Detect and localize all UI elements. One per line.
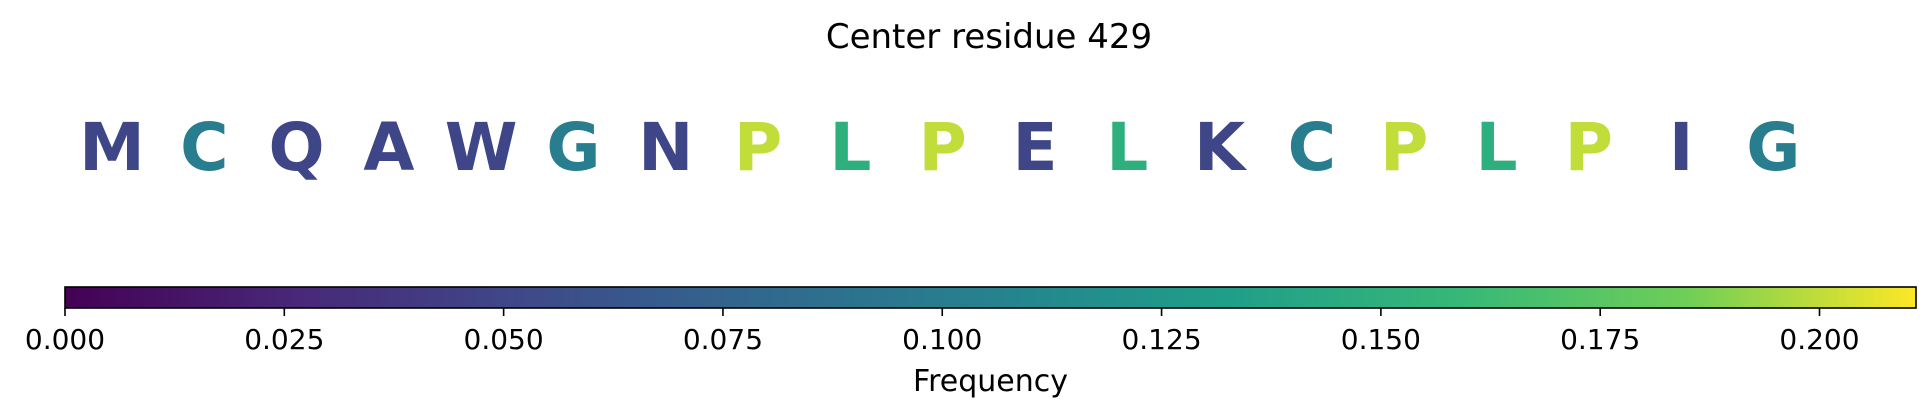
residue-letter: C: [1288, 109, 1336, 186]
residue-letter: P: [1380, 109, 1428, 186]
residue-letter: P: [734, 109, 782, 186]
colorbar-label: Frequency: [913, 364, 1068, 399]
chart-title: Center residue 429: [826, 17, 1152, 57]
residue-letter: N: [638, 109, 693, 186]
residue-letter: G: [1746, 109, 1800, 186]
colorbar: 0.000 0.025 0.050 0.075 0.100 0.125 0.150 0.175…: [25, 286, 1917, 399]
residue-letter: L: [1106, 109, 1148, 186]
residue-letter: P: [1565, 109, 1613, 186]
colorbar-tick-label: 0.175: [1560, 323, 1640, 356]
residue-letter: L: [1475, 109, 1517, 186]
residue-letter: K: [1194, 109, 1248, 186]
colorbar-ticks: 0.000 0.025 0.050 0.075 0.100 0.125 0.150 0.175…: [25, 308, 1860, 356]
colorbar-tick-label: 0.075: [683, 323, 763, 356]
colorbar-gradient: [65, 287, 1916, 308]
residue-letter: E: [1012, 109, 1057, 186]
colorbar-tick-label: 0.100: [902, 323, 982, 356]
residue-letter: G: [546, 109, 600, 186]
colorbar-tick-label: 0.050: [464, 323, 544, 356]
colorbar-tick-label: 0.025: [244, 323, 324, 356]
colorbar-tick-label: 0.000: [25, 323, 105, 356]
colorbar-frame: [64, 286, 1917, 309]
residue-letter: M: [79, 109, 145, 186]
residue-letter: I: [1669, 109, 1694, 186]
colorbar-tick-label: 0.150: [1341, 323, 1421, 356]
residue-letter: C: [180, 109, 228, 186]
residue-letter: A: [363, 109, 414, 186]
residue-letter: W: [445, 109, 518, 186]
residue-letter: L: [829, 109, 871, 186]
residue-letter: Q: [269, 109, 325, 186]
colorbar-tick-label: 0.125: [1121, 323, 1201, 356]
colorbar-tick-label: 0.200: [1779, 323, 1859, 356]
residue-letter: P: [919, 109, 967, 186]
